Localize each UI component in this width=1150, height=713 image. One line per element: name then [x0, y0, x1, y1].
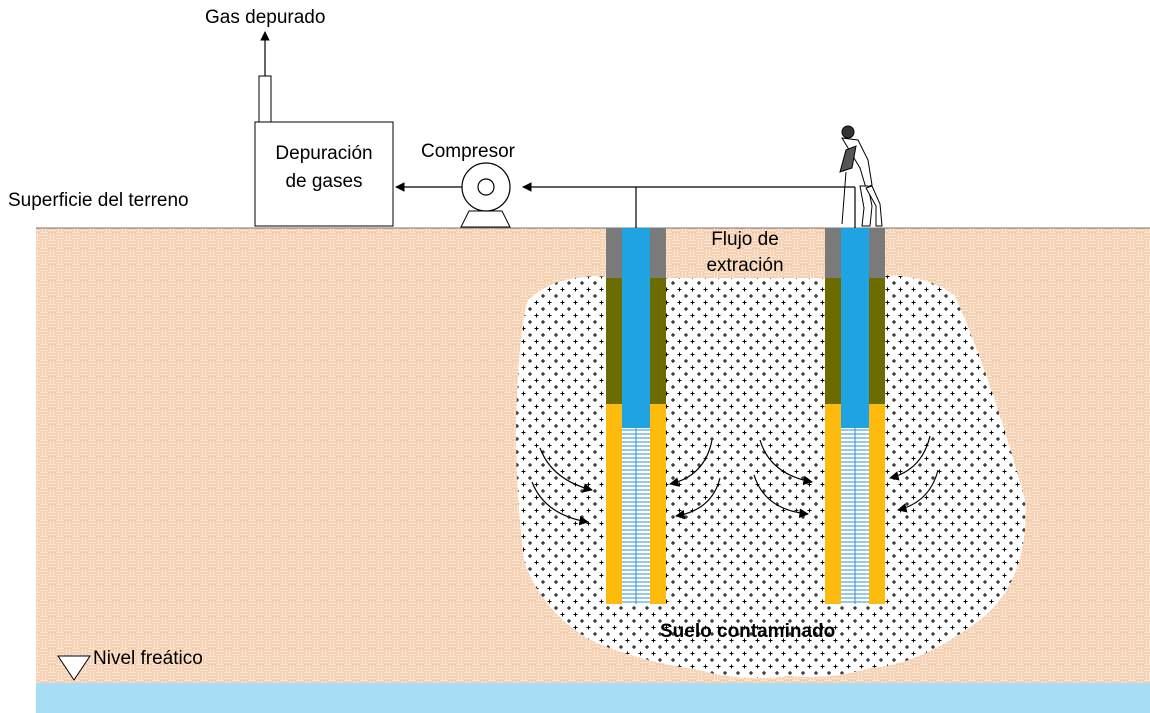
- well-casing: [841, 228, 869, 428]
- gas-treatment-unit: [254, 121, 394, 227]
- gas-output-label: Gas depurado: [205, 7, 326, 28]
- flow-label-line2: extración: [706, 255, 784, 276]
- groundwater-zone: [36, 683, 1150, 713]
- flow-label-line1: Flujo de: [711, 229, 779, 250]
- exhaust-stack: [258, 75, 272, 123]
- worker-icon: [839, 125, 883, 227]
- water-table-icon: [57, 655, 91, 681]
- compressor-label: Compresor: [421, 141, 515, 162]
- extraction-well-1: [606, 228, 666, 604]
- well-casing: [622, 228, 650, 428]
- compressor-icon: [460, 162, 511, 228]
- flow-arrows: [531, 435, 939, 526]
- contaminated-soil-label: Suelo contaminado: [660, 621, 836, 642]
- extraction-well-2: [825, 228, 885, 604]
- water-table-label: Nivel freático: [93, 648, 203, 669]
- contaminated-soil-zone: [516, 275, 1026, 678]
- ground-surface-label: Superficie del terreno: [8, 190, 189, 211]
- treatment-label-line2: de gases: [285, 171, 363, 192]
- treatment-label-line1: Depuración: [275, 143, 373, 164]
